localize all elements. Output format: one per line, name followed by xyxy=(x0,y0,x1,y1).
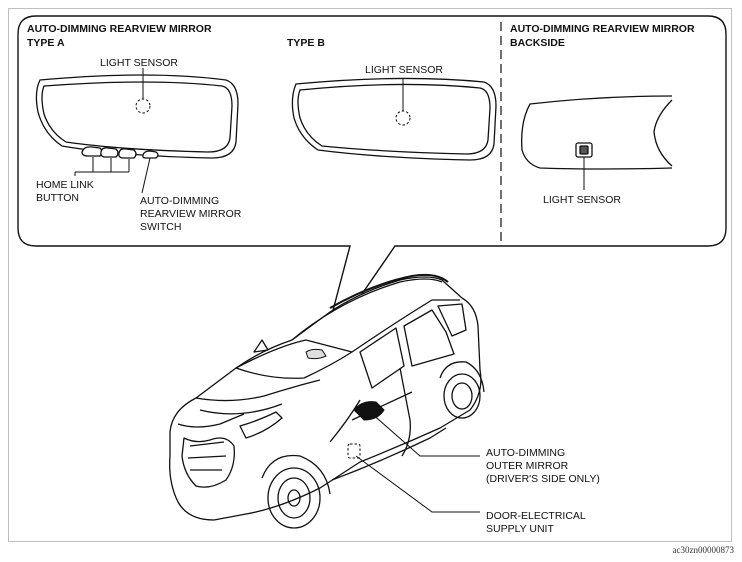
mirror-type-b xyxy=(291,77,497,161)
home-link-label-line2: BUTTON xyxy=(36,192,79,204)
type-b-label: TYPE B xyxy=(287,37,325,49)
door-unit-leader xyxy=(355,455,480,513)
switch-label-line1: AUTO-DIMMING xyxy=(140,195,219,207)
switch-label-line3: SWITCH xyxy=(140,221,181,233)
mirror-type-a xyxy=(35,74,239,159)
vehicle-illustration xyxy=(169,273,485,529)
figure-frame xyxy=(8,8,732,542)
inset-right-title-line2: BACKSIDE xyxy=(510,37,565,49)
switch-label-line2: REARVIEW MIRROR xyxy=(140,208,242,220)
outer-mirror-label-line2: OUTER MIRROR xyxy=(486,460,569,472)
home-link-leaders xyxy=(74,157,151,194)
mirror-backside xyxy=(521,95,673,170)
inset-left-title: AUTO-DIMMING REARVIEW MIRROR xyxy=(27,23,212,35)
outer-mirror-label-line3: (DRIVER'S SIDE ONLY) xyxy=(486,473,600,485)
door-unit-label-line1: DOOR-ELECTRICAL xyxy=(486,510,586,522)
inset-right-title-line1: AUTO-DIMMING REARVIEW MIRROR xyxy=(510,23,695,35)
outer-mirror-label-line1: AUTO-DIMMING xyxy=(486,447,565,459)
outer-mirror-marker xyxy=(353,401,385,421)
door-unit-label-line2: SUPPLY UNIT xyxy=(486,523,554,535)
door-unit-marker xyxy=(347,443,361,459)
light-sensor-label-b: LIGHT SENSOR xyxy=(365,64,443,76)
light-sensor-label-backside: LIGHT SENSOR xyxy=(543,194,621,206)
type-a-label: TYPE A xyxy=(27,37,65,49)
light-sensor-label-a: LIGHT SENSOR xyxy=(100,57,178,69)
home-link-label-line1: HOME LINK xyxy=(36,179,94,191)
figure-code: ac30zn00000873 xyxy=(672,545,734,555)
outer-mirror-leader xyxy=(369,411,480,457)
interior-mirror-marker xyxy=(305,348,327,360)
